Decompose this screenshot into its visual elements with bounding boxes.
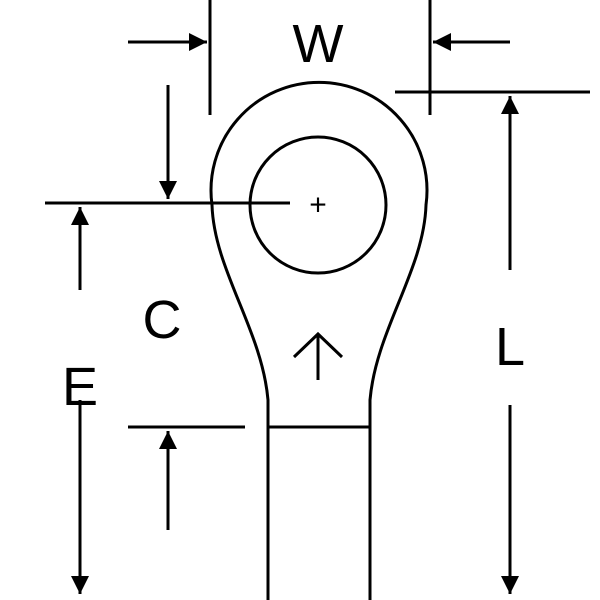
direction-arrow-head: [292, 331, 344, 359]
label-c: C: [143, 290, 182, 350]
stud-hole: [248, 135, 388, 275]
label-e: E: [62, 357, 98, 417]
center-mark: +: [309, 189, 327, 222]
label-l: L: [495, 317, 525, 377]
label-w: W: [293, 14, 344, 74]
terminal-outline: [209, 80, 429, 600]
